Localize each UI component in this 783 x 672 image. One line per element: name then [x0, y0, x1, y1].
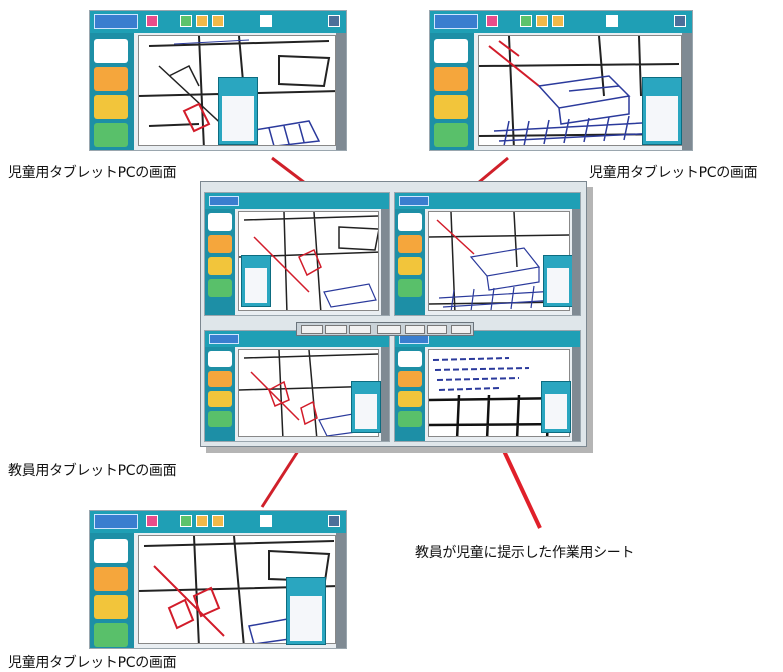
caption-worksheet-note: 教員が児童に提示した作業用シート: [415, 545, 635, 561]
worksheet-arrow-shaft: [495, 435, 542, 529]
map-sketch: [139, 536, 335, 643]
control-button[interactable]: [451, 325, 471, 334]
map-sketch: [239, 350, 378, 436]
pen-palette[interactable]: [208, 371, 232, 387]
toolbar: [395, 193, 580, 209]
scrollbar[interactable]: [682, 33, 692, 150]
thumbnail-window[interactable]: [241, 255, 271, 307]
control-button[interactable]: [405, 325, 425, 334]
color-palette[interactable]: [434, 39, 468, 63]
tool-button[interactable]: [486, 15, 498, 27]
scrollbar[interactable]: [381, 347, 389, 441]
stamp-palette[interactable]: [208, 257, 232, 275]
thumbnail-window[interactable]: [351, 381, 381, 433]
tool-button[interactable]: [328, 515, 340, 527]
map-sketch: [239, 212, 378, 310]
control-button[interactable]: [301, 325, 323, 334]
connector-top-left: [271, 156, 306, 185]
map-sketch: [479, 36, 680, 145]
pen-palette[interactable]: [208, 235, 232, 253]
caption-student-bottom: 児童用タブレットPCの画面: [8, 655, 177, 671]
scrollbar[interactable]: [572, 209, 580, 315]
tool-button[interactable]: [146, 15, 158, 27]
color-palette[interactable]: [208, 351, 232, 367]
app-logo: [94, 514, 138, 529]
green-palette[interactable]: [208, 411, 232, 427]
app-logo: [94, 14, 138, 29]
monitor-quadrant-4-worksheet: [394, 330, 581, 442]
app-logo: [209, 196, 239, 206]
teacher-screen: [200, 181, 587, 447]
color-palette[interactable]: [398, 351, 422, 367]
student-screen-bottom: [89, 510, 347, 649]
tool-button[interactable]: [260, 15, 272, 27]
green-palette[interactable]: [208, 279, 232, 297]
green-palette[interactable]: [94, 623, 128, 647]
pen-palette[interactable]: [398, 235, 422, 253]
color-palette[interactable]: [398, 213, 422, 231]
stamp-palette[interactable]: [208, 391, 232, 407]
green-palette[interactable]: [398, 279, 422, 297]
stamp-palette[interactable]: [94, 595, 128, 619]
tool-button[interactable]: [146, 515, 158, 527]
scrollbar[interactable]: [572, 347, 580, 441]
color-palette[interactable]: [208, 213, 232, 231]
caption-student-top-right: 児童用タブレットPCの画面: [589, 165, 758, 181]
pen-palette[interactable]: [94, 67, 128, 91]
color-palette[interactable]: [94, 539, 128, 563]
connector-top-right: [477, 156, 509, 185]
map-sketch: [429, 212, 569, 310]
tool-button[interactable]: [196, 15, 208, 27]
green-palette[interactable]: [94, 123, 128, 147]
tool-button[interactable]: [520, 15, 532, 27]
app-logo: [434, 14, 478, 29]
app-logo: [209, 334, 239, 344]
tool-button[interactable]: [552, 15, 564, 27]
thumbnail-window[interactable]: [642, 77, 682, 145]
control-button[interactable]: [377, 325, 401, 334]
tool-button[interactable]: [606, 15, 618, 27]
green-palette[interactable]: [398, 411, 422, 427]
tool-button[interactable]: [674, 15, 686, 27]
stamp-palette[interactable]: [398, 257, 422, 275]
tool-button[interactable]: [212, 15, 224, 27]
tool-button[interactable]: [212, 515, 224, 527]
stamp-palette[interactable]: [434, 95, 468, 119]
connector-bottom: [260, 447, 302, 508]
teacher-control-bar: [296, 322, 474, 336]
control-button[interactable]: [325, 325, 347, 334]
app-logo: [399, 196, 429, 206]
stamp-palette[interactable]: [398, 391, 422, 407]
control-button[interactable]: [427, 325, 447, 334]
caption-teacher: 教員用タブレットPCの画面: [8, 463, 177, 479]
thumbnail-window[interactable]: [543, 255, 573, 307]
student-screen-top-left: [89, 10, 347, 151]
tool-button[interactable]: [536, 15, 548, 27]
tool-button[interactable]: [260, 515, 272, 527]
tool-button[interactable]: [196, 515, 208, 527]
control-button[interactable]: [349, 325, 371, 334]
worksheet-sketch: [429, 357, 569, 436]
thumbnail-window[interactable]: [286, 577, 326, 645]
green-palette[interactable]: [434, 123, 468, 147]
toolbar: [205, 193, 389, 209]
scrollbar[interactable]: [381, 209, 389, 315]
pen-palette[interactable]: [94, 567, 128, 591]
scrollbar[interactable]: [336, 533, 346, 648]
caption-student-top-left: 児童用タブレットPCの画面: [8, 165, 177, 181]
thumbnail-window[interactable]: [541, 381, 571, 433]
pen-palette[interactable]: [398, 371, 422, 387]
thumbnail-window[interactable]: [218, 77, 258, 145]
scrollbar[interactable]: [336, 33, 346, 150]
monitor-quadrant-2: [394, 192, 581, 316]
pen-palette[interactable]: [434, 67, 468, 91]
tool-button[interactable]: [328, 15, 340, 27]
monitor-quadrant-1: [204, 192, 390, 316]
tool-button[interactable]: [180, 15, 192, 27]
color-palette[interactable]: [94, 39, 128, 63]
monitor-quadrant-3: [204, 330, 390, 442]
stamp-palette[interactable]: [94, 95, 128, 119]
tool-button[interactable]: [180, 515, 192, 527]
student-screen-top-right: [429, 10, 693, 151]
